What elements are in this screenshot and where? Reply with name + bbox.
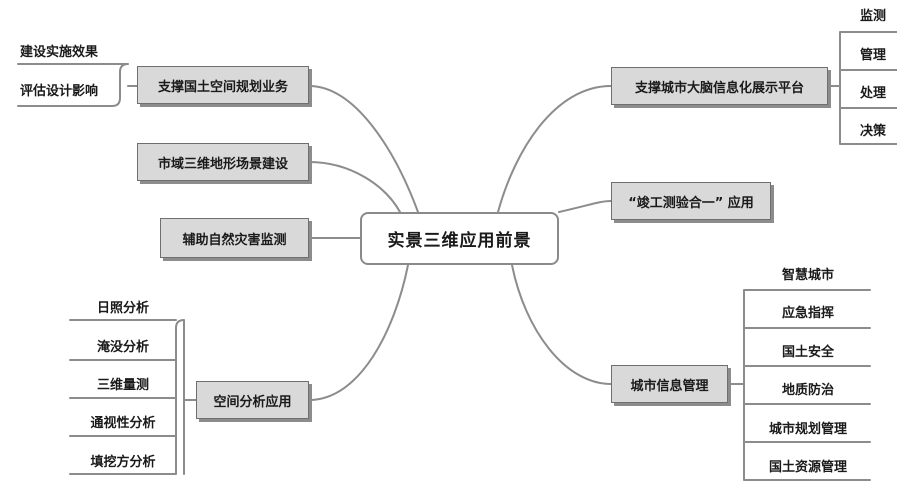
leaf-planning-2: 评估设计影响 — [19, 83, 98, 99]
branch-info: 城市信息管理 — [611, 365, 728, 403]
leaf-brain-1: 监测 — [859, 8, 886, 24]
leaf-info-2: 应急指挥 — [781, 305, 834, 321]
link-brain — [497, 85, 612, 213]
leaf-info-4: 地质防治 — [781, 382, 834, 398]
bracket-brain — [827, 31, 897, 145]
leaf-brain-2: 管理 — [859, 47, 886, 63]
leaf-spatial-4: 通视性分析 — [90, 415, 156, 431]
leaf-info-6: 国土资源管理 — [768, 459, 847, 475]
branch-planning: 支撑国土空间规划业务 — [137, 66, 309, 104]
leaf-spatial-5: 填挖方分析 — [90, 454, 156, 470]
bracket-spatial — [69, 319, 197, 475]
branch-brain: 支撑城市大脑信息化展示平台 — [611, 67, 828, 105]
link-planning — [308, 85, 419, 213]
leaf-brain-4: 决策 — [859, 123, 886, 139]
bracket-info — [727, 289, 871, 481]
branch-terrain: 市域三维地形场景建设 — [137, 143, 309, 181]
leaf-planning-1: 建设实施效果 — [19, 44, 98, 60]
leaf-info-5: 城市规划管理 — [768, 421, 847, 437]
link-info — [511, 264, 612, 385]
leaf-spatial-3: 三维量测 — [96, 377, 149, 393]
center-topic: 实景三维应用前景 — [360, 212, 559, 265]
branch-spatial: 空间分析应用 — [196, 381, 309, 419]
link-survey — [558, 200, 612, 213]
leaf-spatial-1: 日照分析 — [96, 300, 149, 316]
bracket-planning — [17, 63, 138, 107]
leaf-info-1: 智慧城市 — [781, 267, 834, 283]
leaf-brain-3: 处理 — [859, 85, 886, 101]
link-spatial — [308, 264, 409, 401]
leaf-spatial-2: 淹没分析 — [96, 339, 149, 355]
branch-disaster: 辅助自然灾害监测 — [160, 218, 309, 258]
branch-survey: “竣工测验合一” 应用 — [611, 182, 771, 220]
link-terrain — [308, 161, 401, 213]
leaf-info-3: 国土安全 — [781, 344, 834, 360]
